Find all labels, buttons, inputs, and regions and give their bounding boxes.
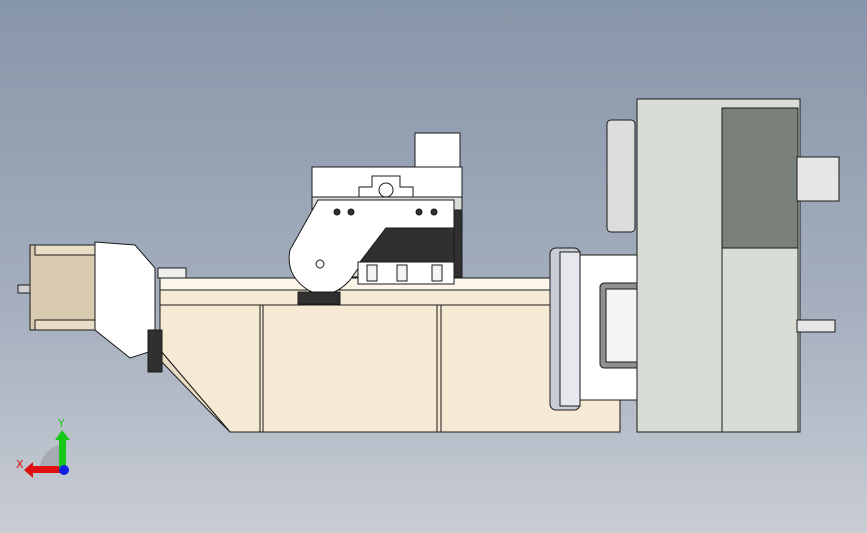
y-axis-label: Y xyxy=(57,417,65,430)
left-stepper-motor xyxy=(17,241,163,373)
x-axis-label: X xyxy=(16,458,24,471)
tool-carriage xyxy=(288,132,463,305)
headstock xyxy=(606,98,840,433)
axis-triad: X Y xyxy=(16,417,70,478)
